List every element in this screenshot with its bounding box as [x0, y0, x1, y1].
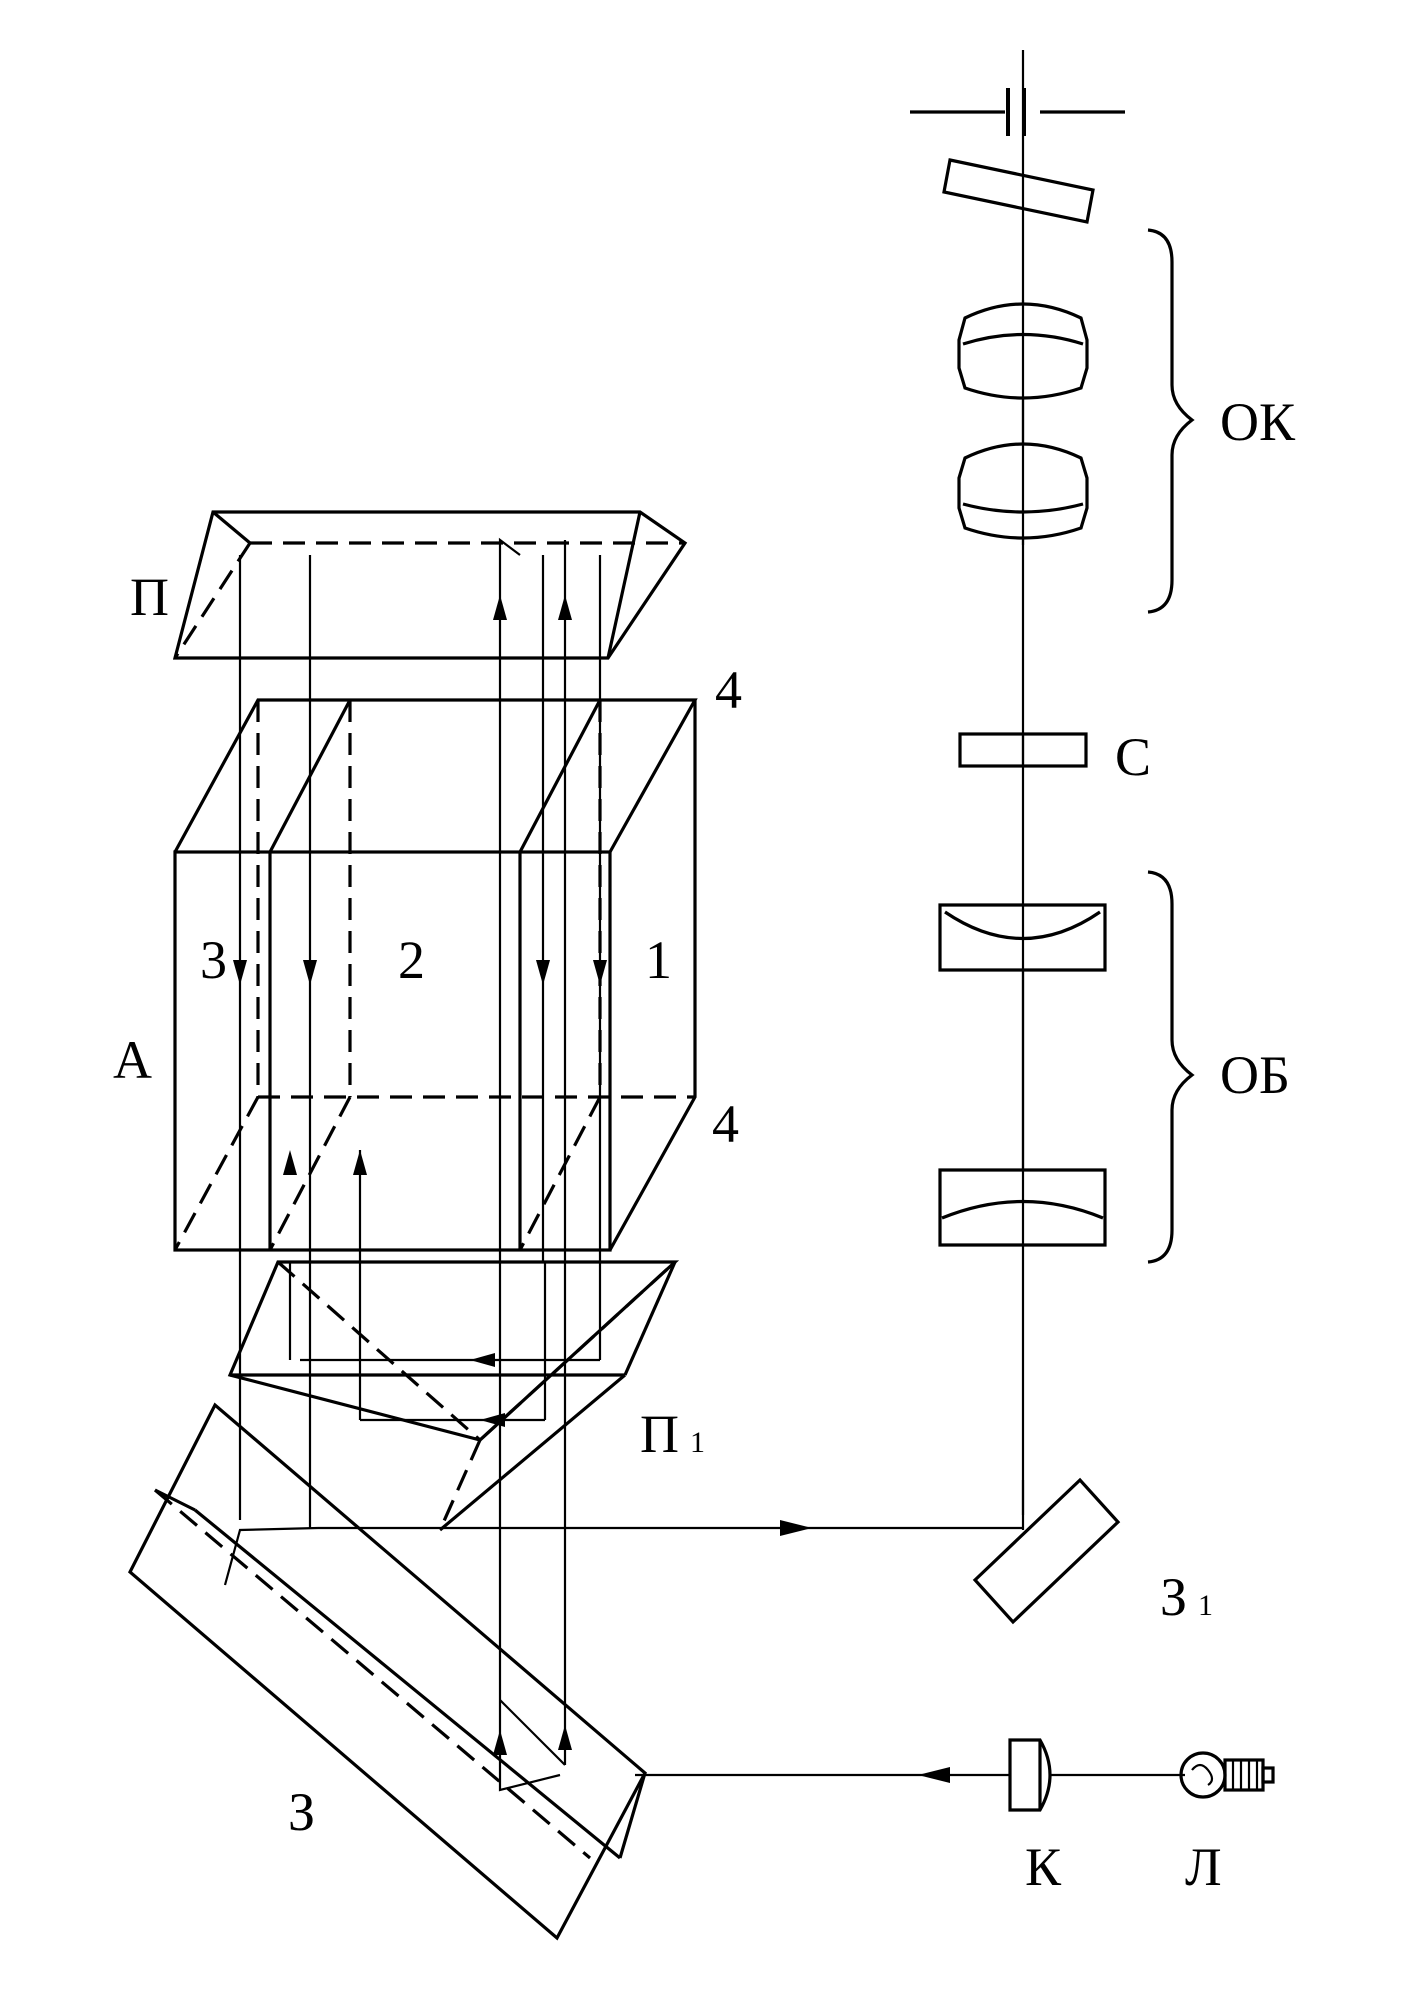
- second-mirror-group: З 1: [972, 1477, 1213, 1627]
- condenser-lens: [1008, 1738, 1052, 1812]
- illuminator: К Л: [635, 1738, 1275, 1897]
- second-mirror-sub: 1: [1198, 1589, 1213, 1622]
- main-mirror-label: З: [288, 1782, 315, 1842]
- edge-4-bottom-label: 4: [712, 1094, 739, 1154]
- slit-group: С: [958, 727, 1151, 787]
- main-mirror: З: [128, 1402, 648, 1941]
- eyepiece-brace: [1147, 228, 1195, 614]
- bottom-prism-sub: 1: [690, 1426, 705, 1459]
- block-a: А 3 2 1 4 4: [113, 660, 742, 1252]
- condenser-label: К: [1025, 1837, 1062, 1897]
- eyepiece-group: ОК: [957, 228, 1296, 614]
- bottom-prism-label: П: [640, 1404, 679, 1464]
- rays: [223, 537, 607, 1792]
- block-label: А: [113, 1030, 152, 1090]
- face-1-label: 1: [645, 930, 672, 990]
- second-mirror-label: З: [1160, 1567, 1187, 1627]
- objective-brace: [1147, 870, 1195, 1264]
- objective-label: ОБ: [1220, 1045, 1290, 1105]
- face-3-label: 3: [200, 930, 227, 990]
- lamp-bulb: [1179, 1751, 1227, 1799]
- face-2-label: 2: [398, 930, 425, 990]
- beam-to-second-mirror: [318, 1520, 1023, 1536]
- objective-group: ОБ: [938, 870, 1290, 1264]
- eyepiece-label: ОК: [1220, 392, 1296, 452]
- tilted-plate: [942, 158, 1095, 224]
- lamp-label: Л: [1185, 1837, 1222, 1897]
- optical-axis: [910, 50, 1125, 1515]
- slit-label: С: [1115, 727, 1151, 787]
- top-prism-label: П: [130, 567, 169, 627]
- bottom-prism: П 1: [227, 1260, 705, 1532]
- edge-4-top-label: 4: [715, 660, 742, 720]
- top-prism: П: [130, 510, 688, 660]
- second-mirror: [972, 1477, 1121, 1625]
